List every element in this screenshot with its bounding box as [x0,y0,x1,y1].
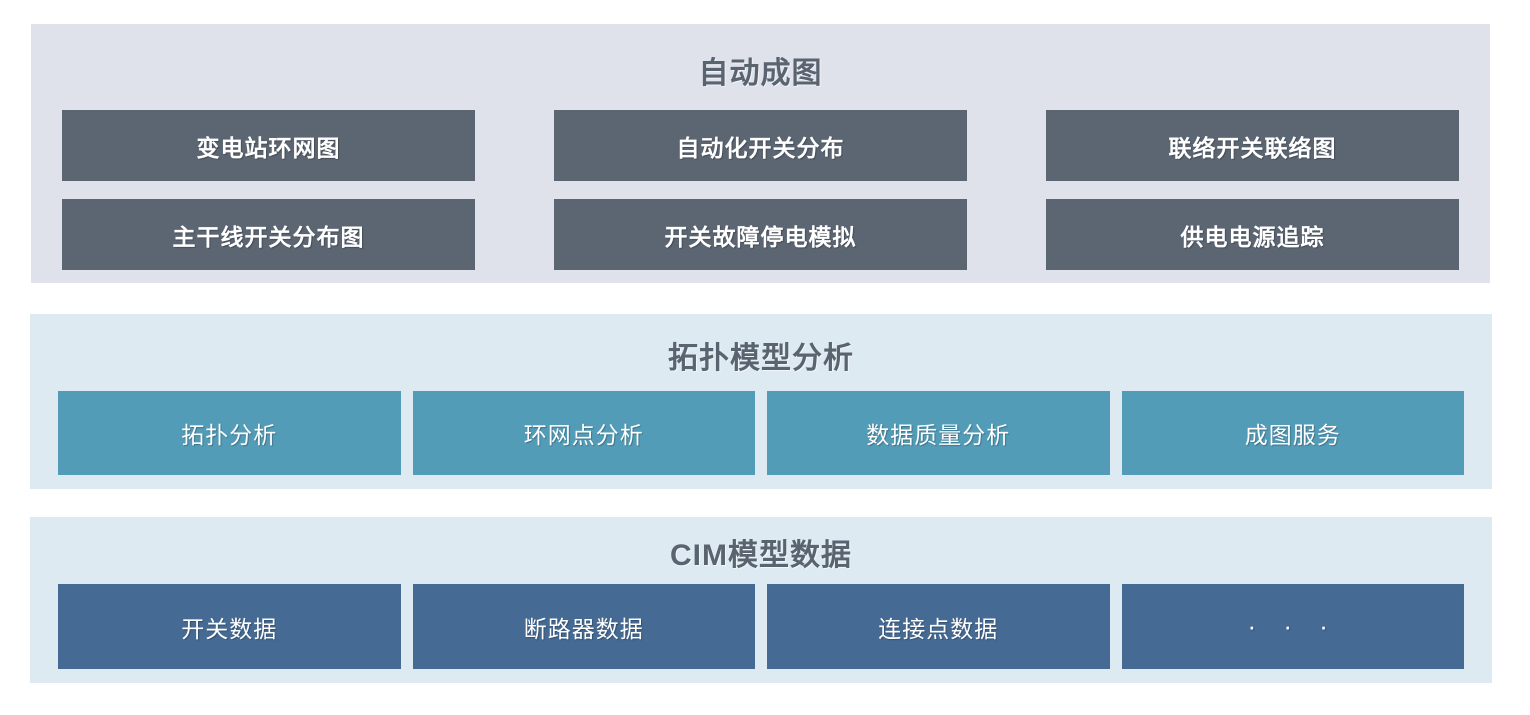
panel-cim-model-data: CIM模型数据 开关数据 断路器数据 连接点数据 · · · [30,517,1492,683]
box-power-supply-source-tracing: 供电电源追踪 [1046,199,1459,270]
box-switch-data: 开关数据 [58,584,401,669]
box-automated-switch-distribution: 自动化开关分布 [554,110,967,181]
box-switch-fault-outage-simulation: 开关故障停电模拟 [554,199,967,270]
box-substation-ring-network-diagram: 变电站环网图 [62,110,475,181]
box-data-quality-analysis: 数据质量分析 [767,391,1110,475]
box-ring-network-point-analysis: 环网点分析 [412,391,755,475]
box-connection-point-data: 连接点数据 [767,584,1110,669]
box-trunk-line-switch-distribution-diagram: 主干线开关分布图 [62,199,475,270]
section-title-auto-drawing: 自动成图 [698,57,823,90]
auto-drawing-box-grid: 变电站环网图 自动化开关分布 联络开关联络图 主干线开关分布图 开关故障停电模拟… [62,110,1459,270]
box-diagram-generation-service: 成图服务 [1121,391,1464,475]
box-more-ellipsis: · · · [1121,584,1464,669]
panel-auto-drawing: 自动成图 变电站环网图 自动化开关分布 联络开关联络图 主干线开关分布图 开关故… [31,24,1490,283]
section-title-cim-model-data: CIM模型数据 [670,538,852,572]
box-tie-switch-connection-diagram: 联络开关联络图 [1046,110,1459,181]
topology-box-grid: 拓扑分析 环网点分析 数据质量分析 成图服务 [58,391,1464,475]
box-topology-analysis: 拓扑分析 [58,391,401,475]
section-title-topology-model-analysis: 拓扑模型分析 [668,341,854,375]
box-circuit-breaker-data: 断路器数据 [412,584,755,669]
cim-box-grid: 开关数据 断路器数据 连接点数据 · · · [58,584,1464,669]
panel-topology-model-analysis: 拓扑模型分析 拓扑分析 环网点分析 数据质量分析 成图服务 [30,314,1492,489]
